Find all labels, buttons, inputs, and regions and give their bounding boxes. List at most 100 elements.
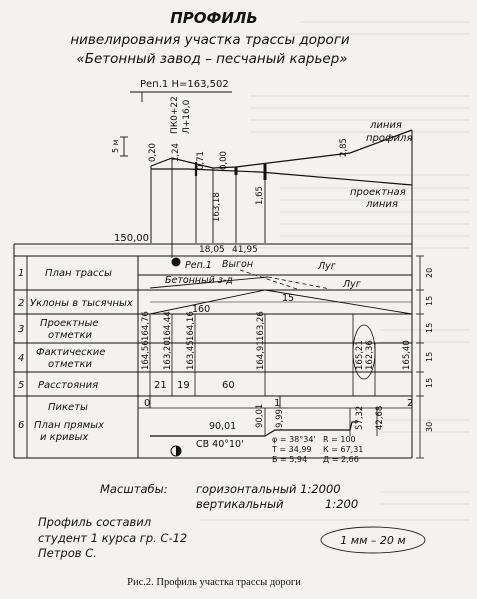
curve-d3: 9,99	[275, 409, 285, 428]
profile-line-label-1: линия	[369, 120, 402, 131]
actual-mark-4: 164,91	[256, 340, 266, 370]
actual-mark-2: 163,20	[163, 340, 173, 370]
row-height-30: 30	[425, 422, 434, 432]
pk-offset-label: Л+16,0	[182, 99, 192, 134]
ground-line	[150, 129, 413, 169]
top-mark-4: 0,00	[219, 151, 229, 170]
distance-19: 19	[177, 380, 190, 391]
inner-value-18-05: 18,05	[199, 245, 225, 255]
row-label-distances: Расстояния	[38, 380, 98, 391]
composed-line-1: Профиль составил	[38, 515, 152, 529]
design-line-label-2: линия	[365, 199, 398, 210]
curve-d2: 90,01	[255, 404, 265, 428]
show-through-lines	[10, 21, 470, 521]
picket-1: 1	[274, 398, 280, 409]
curve-phi: φ = 38°34'	[272, 435, 316, 444]
plan-rep-label: Реп.1	[185, 260, 212, 271]
row-label-design-1: Проектные	[40, 318, 99, 329]
row-height-scale	[416, 255, 424, 459]
row-height-15c: 15	[425, 352, 434, 362]
title-line-3: «Бетонный завод – песчаный карьер»	[76, 51, 347, 67]
composed-line-3: Петров С.	[38, 546, 97, 560]
inner-value-41-95: 41,95	[232, 245, 258, 255]
row-num-4: 4	[18, 353, 24, 364]
row-label-curves-1: План прямых	[34, 420, 104, 431]
design-mark-4: 163,26	[256, 311, 266, 341]
row-num-3: 3	[18, 324, 24, 335]
row-num-1: 1	[18, 268, 24, 279]
row-height-15d: 15	[425, 378, 434, 388]
distance-21: 21	[154, 380, 167, 391]
mark-verticals	[149, 314, 376, 396]
route-plan	[138, 257, 412, 291]
picket-0: 0	[144, 398, 150, 409]
design-mark-2: 164,44	[163, 311, 173, 341]
picket-2: 2	[407, 398, 413, 409]
actual-mark-1: 164,56	[141, 340, 151, 370]
composed-line-2: студент 1 курса гр. С-12	[38, 531, 187, 545]
handwritten-circle-mark	[352, 324, 376, 380]
design-mark-1: 164,76	[141, 311, 151, 341]
inner-value-1-65: 1,65	[255, 186, 265, 205]
top-mark-1: 0,20	[148, 143, 158, 162]
benchmark-label: Реп.1 Н=163,502	[140, 79, 229, 90]
reference-level: 150,00	[114, 233, 149, 244]
scale-vertical: вертикальный	[196, 497, 284, 511]
handwritten-note-text: 1 мм – 20 м	[340, 534, 405, 547]
row-label-curves-2: и кривых	[40, 432, 88, 443]
row-num-6: 6	[18, 420, 24, 431]
plan-plant-label: Бетонный з-д	[165, 275, 233, 286]
row-label-design-2: отметки	[48, 330, 93, 341]
plan-lug-label-2: Луг	[342, 279, 362, 290]
slope-value-15: 15	[282, 293, 294, 304]
design-mark-5: 162,36	[365, 340, 375, 370]
row-label-pickets: Пикеты	[48, 402, 88, 413]
actual-mark-5: 165,21	[355, 340, 365, 370]
row-label-slopes: Уклоны в тысячных	[30, 298, 133, 309]
design-mark-3: 164,16	[186, 311, 196, 341]
row-label-actual-2: отметки	[48, 359, 93, 370]
title-line-1: ПРОФИЛЬ	[170, 9, 258, 27]
inner-value-163-18: 163,18	[212, 192, 222, 222]
row-height-20: 20	[425, 268, 434, 278]
actual-mark-6: 165,40	[402, 340, 412, 370]
slope-value-160: 160	[192, 304, 210, 315]
curve-d5: 42,68	[375, 406, 385, 430]
scale-horizontal: горизонтальный 1:2000	[196, 482, 341, 496]
row-height-15a: 15	[425, 296, 434, 306]
curve-d1: 90,01	[209, 421, 236, 432]
row-num-5: 5	[18, 380, 24, 391]
plan-vygon-label: Выгон	[222, 259, 253, 270]
design-line	[151, 168, 413, 186]
handwritten-note: 1 мм – 20 м	[320, 526, 426, 554]
top-mark-3: 0,71	[196, 151, 206, 170]
curve-k: К = 67,31	[323, 445, 363, 454]
curve-b: Б = 5,94	[272, 455, 307, 464]
row-num-2: 2	[18, 298, 24, 309]
scale-vertical-value: 1:200	[325, 497, 358, 511]
row-label-plan: План трассы	[45, 268, 112, 279]
curve-d4: 57,32	[355, 406, 365, 430]
curve-bearing: СВ 40°10'	[196, 439, 244, 450]
row-height-15b: 15	[425, 323, 434, 333]
actual-mark-3: 163,45	[186, 340, 196, 370]
top-mark-2: 1,24	[171, 143, 181, 162]
profile-table-grid	[13, 244, 412, 459]
scale-5m-label: 5 м	[111, 139, 120, 153]
curve-r: R = 100	[323, 435, 356, 444]
pk-label: ПК0+22	[170, 96, 180, 134]
curve-d: Д = 2,66	[323, 455, 359, 464]
plan-lug-label-1: Луг	[317, 261, 337, 272]
title-line-2: нивелирования участка трассы дороги	[70, 32, 350, 48]
curve-t: T = 34,99	[271, 445, 312, 454]
row-label-actual-1: Фактические	[36, 347, 105, 358]
scale-5m-mark: 5 м	[111, 136, 128, 157]
design-line-label-1: проектная	[350, 187, 406, 198]
figure-caption: Рис.2. Профиль участка трассы дороги	[127, 577, 301, 588]
profile-drawing	[150, 129, 413, 458]
scales-label: Масштабы:	[100, 482, 168, 496]
curve-plan	[150, 408, 378, 457]
profile-line-label-2: профиля	[366, 133, 412, 144]
top-mark-5: 2,85	[339, 138, 349, 157]
